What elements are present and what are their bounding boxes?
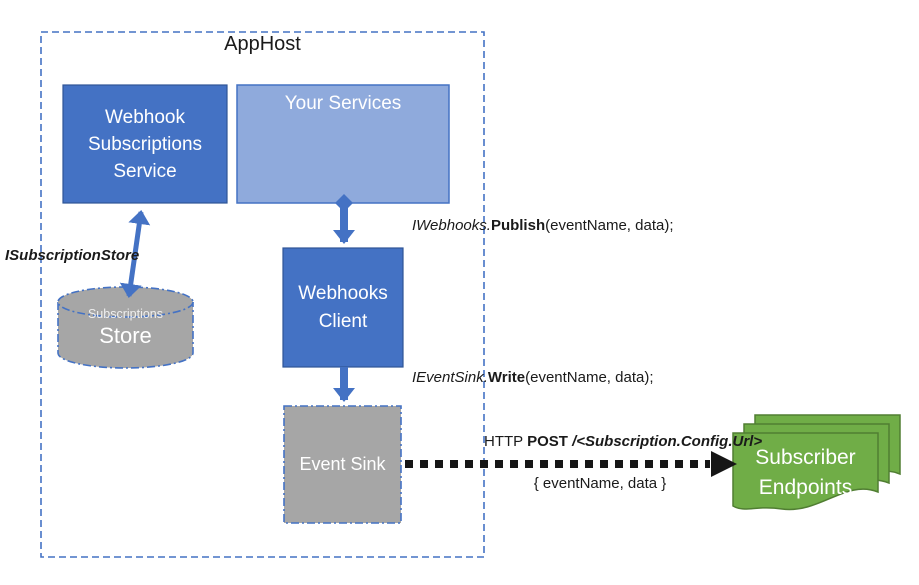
apphost-title: AppHost <box>224 33 301 55</box>
subscriptions-store-cylinder-body <box>57 302 194 369</box>
your-services-label: Your Services <box>284 93 402 114</box>
publish-call-annotation: IWebhooks.Publish(eventName, data); <box>412 217 674 234</box>
webhooks-client-label: Webhooks Client <box>283 248 403 367</box>
publish-interface-segment: IWebhooks. <box>412 217 491 234</box>
subscriber-endpoints-label: Subscriber Endpoints <box>733 443 878 503</box>
event-sink-to-endpoints-arrowhead <box>711 451 737 477</box>
publish-method-segment: Publish <box>490 217 546 234</box>
apphost-container <box>40 31 485 558</box>
store-label-subscriptions: Subscriptions <box>87 307 164 321</box>
service-label-line2: Subscriptions <box>87 133 203 155</box>
webhooks-client-label-line2: Client <box>318 310 368 332</box>
http-post-annotation: HTTP POST /<Subscription.Config.Url> <box>484 433 762 450</box>
webhooks-client-label-line1: Webhooks <box>298 282 388 304</box>
event-sink-label-text: Event Sink <box>299 454 386 474</box>
event-sink-node <box>283 405 402 524</box>
write-interface-segment: IEventSink. <box>412 369 488 386</box>
http-verb-segment: POST <box>527 433 573 450</box>
http-payload-annotation: { eventName, data } <box>533 475 667 492</box>
subscriber-endpoints-doc-front <box>732 432 879 511</box>
service-store-arrow <box>119 210 151 298</box>
subscriber-endpoints-line1: Subscriber <box>755 446 856 469</box>
http-url-segment: /<Subscription.Config.Url> <box>572 433 763 450</box>
service-label-line1: Webhook <box>105 106 185 128</box>
http-protocol-segment: HTTP <box>484 433 528 450</box>
webhooks-client-node <box>282 247 404 368</box>
publish-args-segment: (eventName, data); <box>545 217 674 234</box>
write-call-annotation: IEventSink.Write(eventName, data); <box>412 369 654 386</box>
your-services-node <box>236 84 450 204</box>
service-label-line3: Service <box>113 160 177 182</box>
store-label-store: Store <box>99 323 152 348</box>
write-method-segment: Write <box>487 369 526 386</box>
webhook-subscriptions-service-node <box>62 84 228 204</box>
write-args-segment: (eventName, data); <box>525 369 654 386</box>
isubscriptionstore-annotation: ISubscriptionStore <box>5 247 140 264</box>
subscriber-endpoints-line2: Endpoints <box>758 476 853 499</box>
webhook-subscriptions-service-label: Webhook Subscriptions Service <box>63 85 227 203</box>
event-sink-label: Event Sink <box>284 406 401 523</box>
